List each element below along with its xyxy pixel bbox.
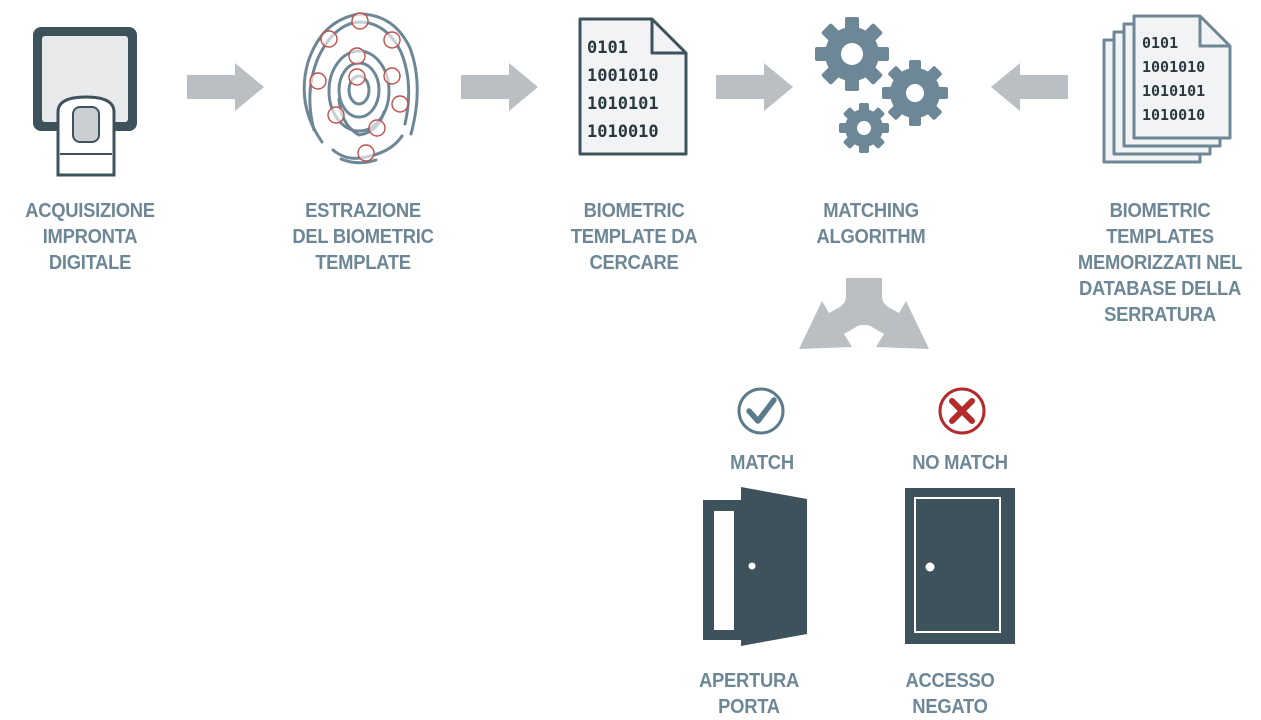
binary-documents-stack-icon: 0101 1001010 1010101 1010010 bbox=[1102, 14, 1232, 164]
binary-line: 1001010 bbox=[1142, 58, 1205, 76]
label-line: BIOMETRIC bbox=[1109, 200, 1211, 222]
x-circle-icon bbox=[938, 387, 986, 435]
step-label-template: BIOMETRIC TEMPLATE DA CERCARE bbox=[542, 198, 726, 276]
open-door-icon bbox=[703, 487, 807, 646]
split-arrow-icon bbox=[799, 278, 929, 349]
label-line: ACQUISIZIONE bbox=[25, 200, 155, 222]
closed-door-icon bbox=[905, 488, 1015, 644]
label-line: BIOMETRIC bbox=[583, 200, 685, 222]
binary-line: 1010101 bbox=[587, 94, 659, 114]
label-line: APERTURA bbox=[698, 670, 800, 692]
flow-arrow-1 bbox=[187, 63, 264, 111]
label-line: SERRATURA bbox=[1104, 304, 1216, 326]
flow-arrow-4 bbox=[991, 63, 1068, 111]
binary-line: 0101 bbox=[1142, 34, 1178, 52]
label-line: NEGATO bbox=[912, 696, 988, 718]
label-line: DIGITALE bbox=[48, 252, 132, 274]
label-line: IMPRONTA bbox=[42, 226, 138, 248]
label-line: MEMORIZZATI NEL bbox=[1077, 252, 1243, 274]
label-line: TEMPLATES bbox=[1106, 226, 1214, 248]
binary-line: 0101 bbox=[587, 38, 628, 58]
gears-icon bbox=[815, 17, 948, 153]
label-line: TEMPLATE bbox=[315, 252, 411, 274]
binary-line: 1010010 bbox=[587, 122, 659, 142]
match-label: MATCH bbox=[707, 450, 817, 476]
step-label-matching: MATCHING ALGORITHM bbox=[779, 198, 963, 250]
result-label-access-denied: ACCESSO NEGATO bbox=[886, 668, 1015, 720]
label-line: PORTA bbox=[718, 696, 780, 718]
label-line: DATABASE DELLA bbox=[1078, 278, 1242, 300]
label-line: DEL BIOMETRIC bbox=[292, 226, 434, 248]
label-line: ALGORITHM bbox=[816, 226, 926, 248]
label-line: TEMPLATE DA bbox=[570, 226, 698, 248]
fingerprint-minutiae-markers bbox=[309, 12, 409, 162]
check-circle-icon bbox=[737, 387, 785, 435]
flow-arrow-2 bbox=[461, 63, 538, 111]
fingerprint-scanner-icon bbox=[33, 27, 137, 177]
binary-line: 1010101 bbox=[1142, 82, 1205, 100]
binary-line: 1010010 bbox=[1142, 106, 1205, 124]
flow-arrow-3 bbox=[716, 63, 793, 111]
label-line: MATCH bbox=[730, 452, 794, 474]
result-label-open-door: APERTURA PORTA bbox=[685, 668, 814, 720]
step-label-acquisition: ACQUISIZIONE IMPRONTA DIGITALE bbox=[7, 198, 173, 276]
binary-line: 1001010 bbox=[587, 66, 659, 86]
label-line: ESTRAZIONE bbox=[305, 200, 421, 222]
label-line: ACCESSO bbox=[905, 670, 995, 692]
step-label-database: BIOMETRIC TEMPLATES MEMORIZZATI NEL DATA… bbox=[1059, 198, 1261, 328]
label-line: MATCHING bbox=[823, 200, 919, 222]
no-match-label: NO MATCH bbox=[886, 450, 1033, 476]
label-line: CERCARE bbox=[589, 252, 679, 274]
step-label-extraction: ESTRAZIONE DEL BIOMETRIC TEMPLATE bbox=[271, 198, 455, 276]
binary-document-icon: 0101 1001010 1010101 1010010 bbox=[578, 17, 688, 156]
label-line: NO MATCH bbox=[912, 452, 1008, 474]
